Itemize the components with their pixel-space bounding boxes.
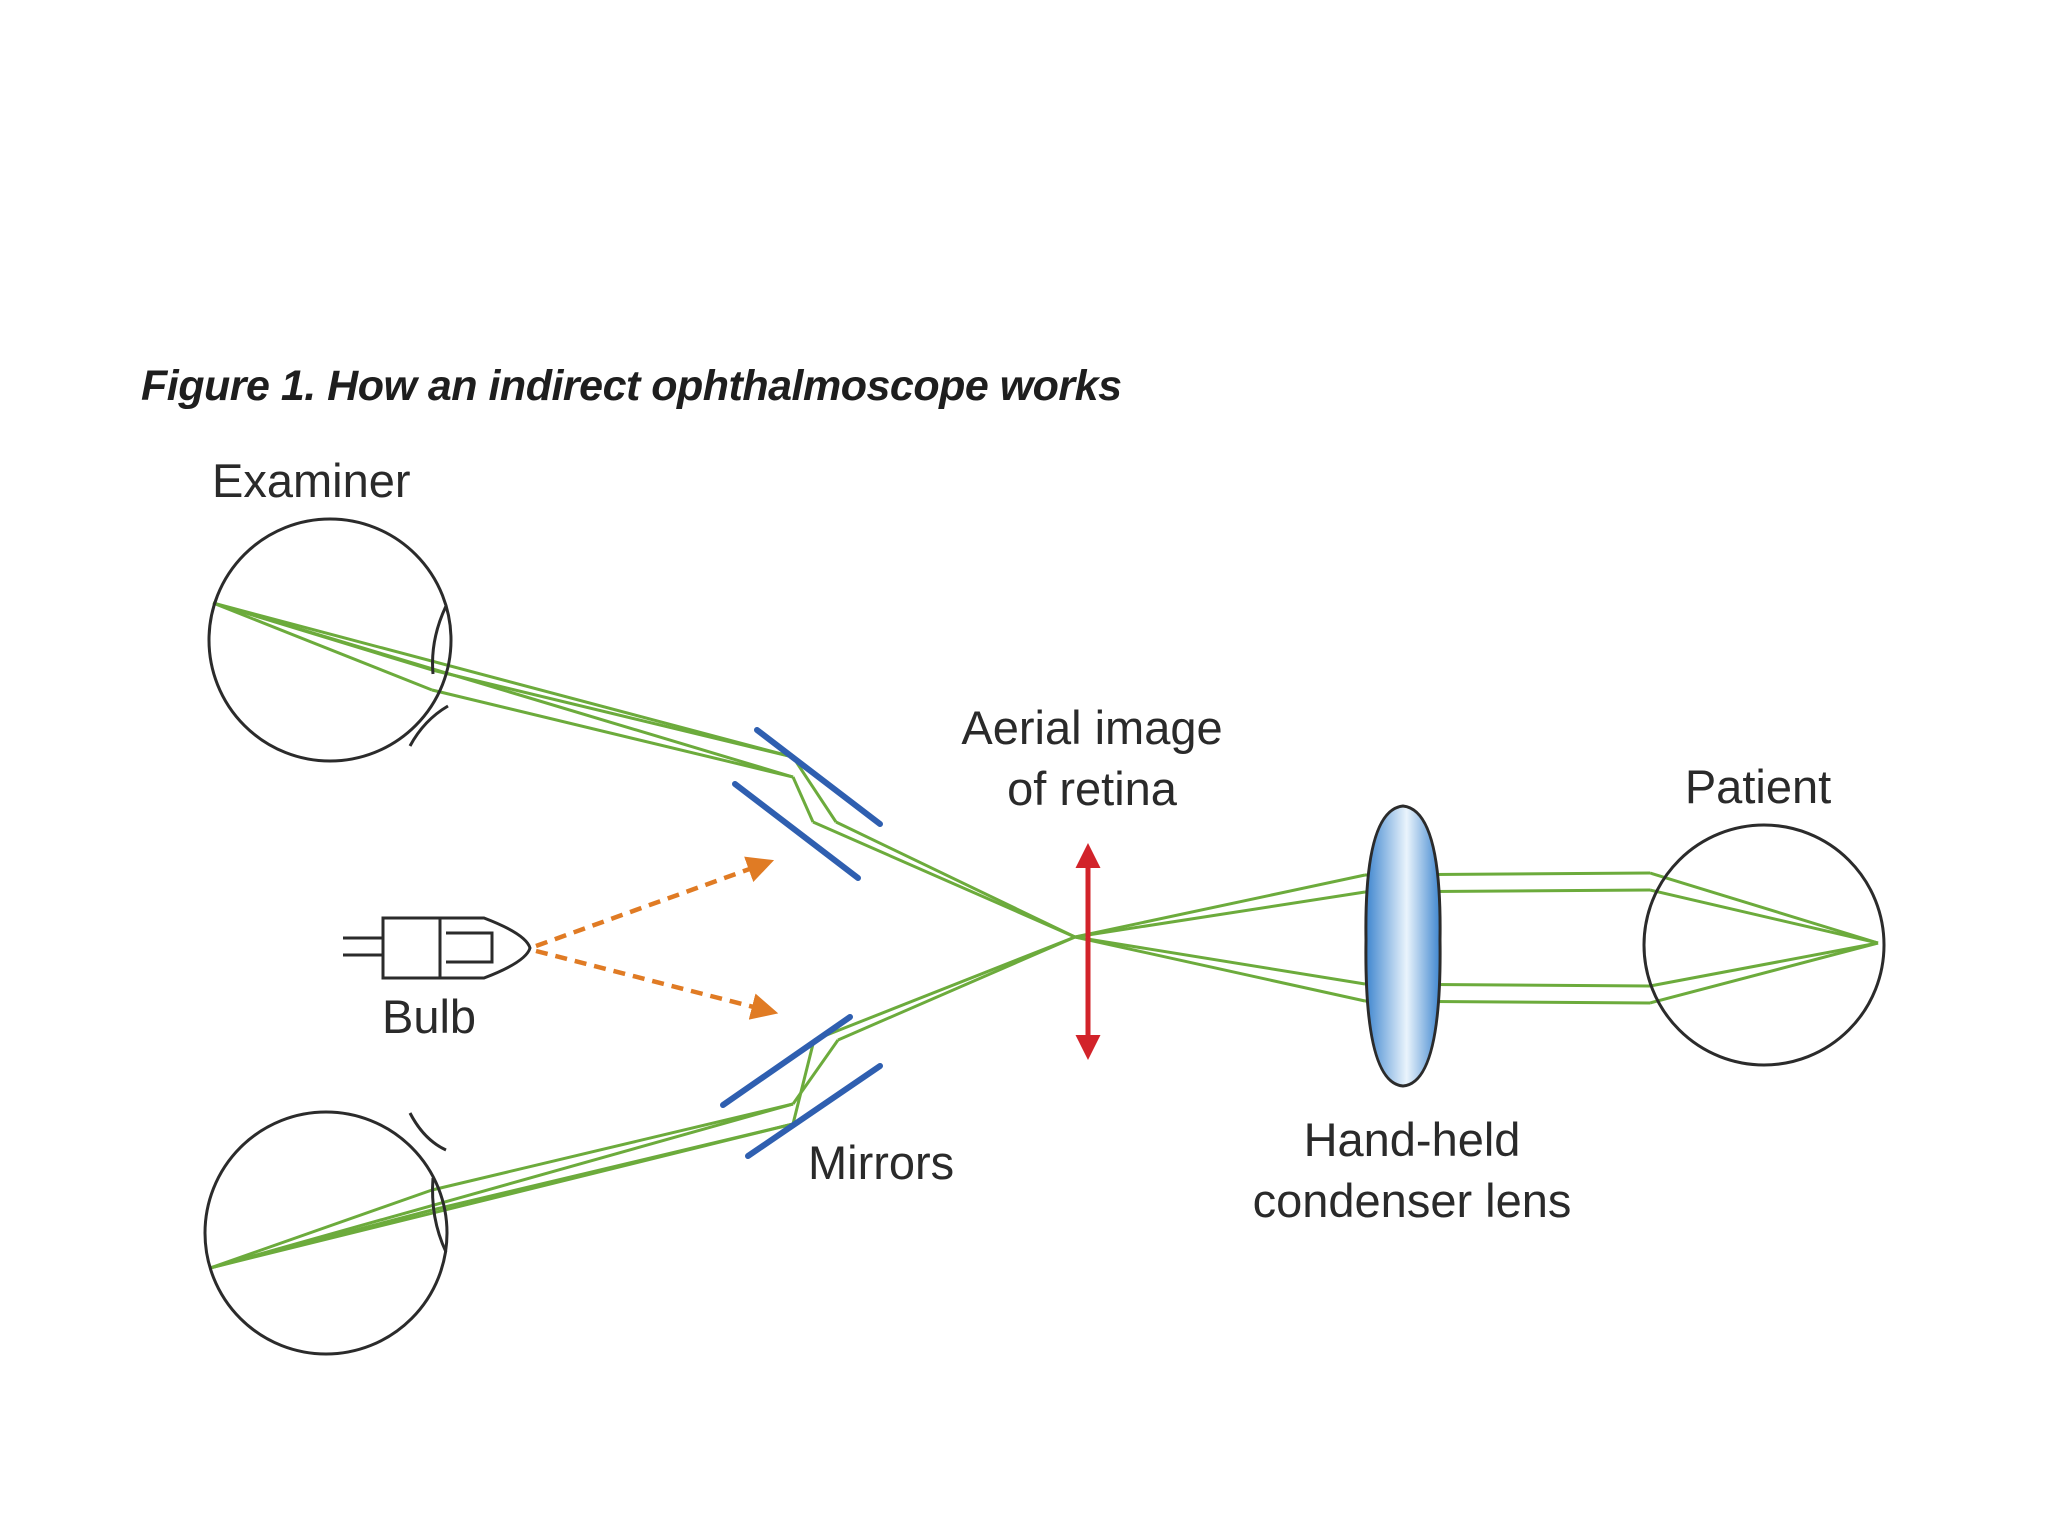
upper-mirror-icon bbox=[732, 727, 883, 881]
condenser-lens-icon bbox=[1364, 804, 1442, 1088]
ray bbox=[1074, 890, 1366, 939]
ray bbox=[209, 1208, 433, 1270]
label-mirrors: Mirrors bbox=[808, 1136, 955, 1189]
ray bbox=[431, 688, 794, 779]
label-examiner: Examiner bbox=[212, 454, 411, 507]
ray bbox=[1074, 873, 1366, 939]
label-aerial-image-line2: of retina bbox=[1007, 762, 1177, 815]
ray bbox=[212, 601, 433, 672]
ray bbox=[209, 1102, 794, 1270]
ray bbox=[791, 776, 815, 823]
bulb-light-arrows bbox=[535, 856, 779, 1020]
ray bbox=[812, 820, 1076, 939]
ray bbox=[813, 935, 1076, 1042]
figure-title: Figure 1. How an indirect ophthalmoscope… bbox=[141, 362, 1122, 410]
bulb-icon bbox=[343, 916, 532, 980]
ray bbox=[431, 668, 794, 759]
ray bbox=[1649, 941, 1879, 1005]
label-patient: Patient bbox=[1684, 760, 1832, 813]
ray bbox=[1074, 935, 1366, 986]
ray bbox=[212, 601, 794, 759]
light-rays bbox=[209, 601, 1879, 1270]
examiner-eye-bottom-icon bbox=[203, 1110, 449, 1356]
label-bulb: Bulb bbox=[382, 990, 477, 1043]
examiner-eye-top-icon bbox=[207, 517, 453, 763]
ray bbox=[1074, 935, 1366, 1003]
ray bbox=[791, 756, 838, 823]
lower-mirror-icon bbox=[720, 1014, 883, 1159]
ray bbox=[212, 601, 433, 692]
ray bbox=[209, 1188, 433, 1270]
ray bbox=[791, 1039, 816, 1125]
ray bbox=[1649, 941, 1879, 988]
ray bbox=[431, 1122, 794, 1212]
label-lens-line1: Hand-held bbox=[1303, 1113, 1521, 1166]
label-lens-line2: condenser lens bbox=[1252, 1174, 1572, 1227]
ray bbox=[835, 820, 1076, 939]
ray bbox=[1649, 888, 1879, 945]
label-aerial-image-line1: Aerial image bbox=[961, 701, 1223, 754]
ray bbox=[1649, 871, 1879, 945]
patient-eye-icon bbox=[1642, 823, 1886, 1067]
ray bbox=[431, 1102, 794, 1192]
